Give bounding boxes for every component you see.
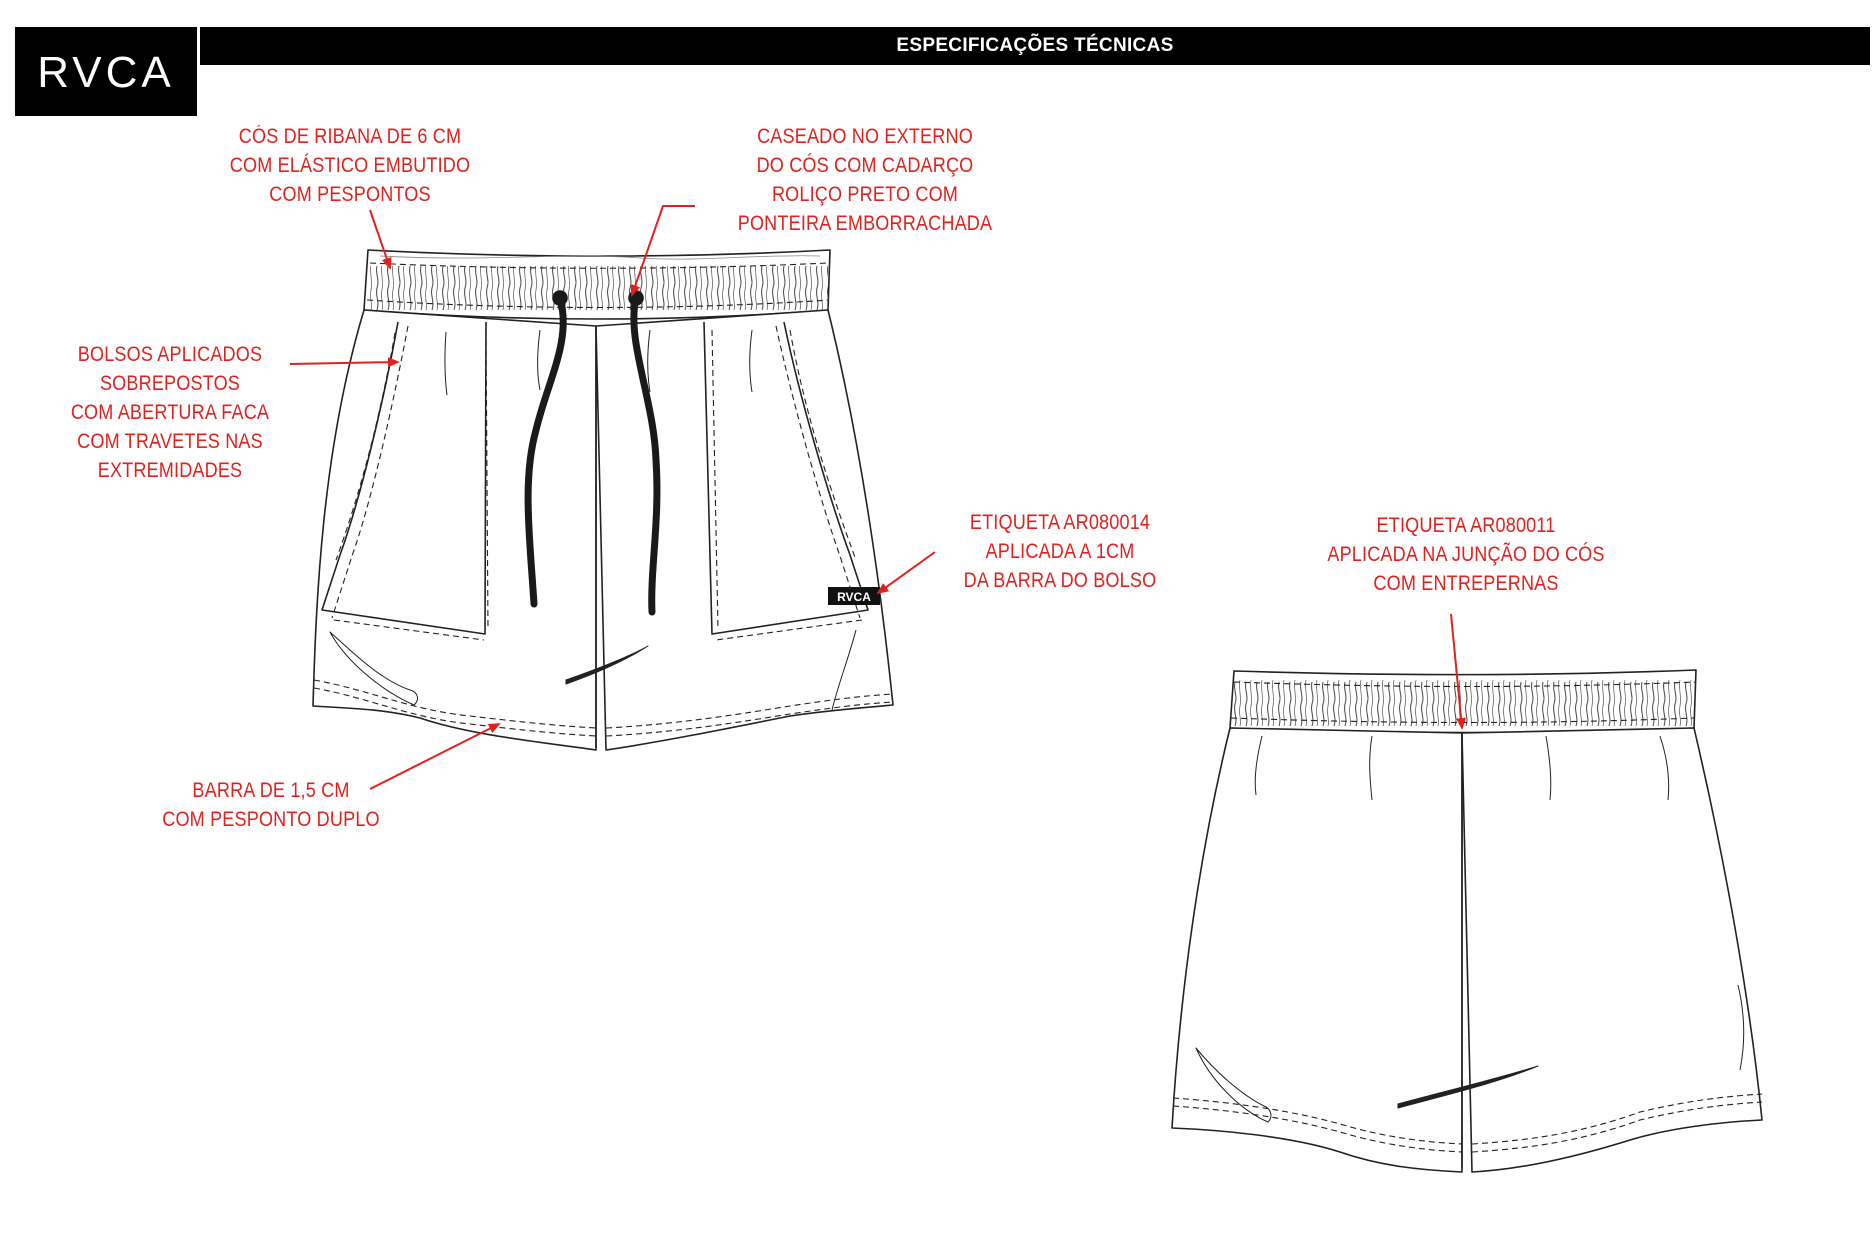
back-left-leg — [1171, 727, 1463, 1173]
drawcord-right — [630, 294, 661, 616]
back-right-leg — [1461, 727, 1763, 1173]
callout-waistband: CÓS DE RIBANA DE 6 CM COM ELÁSTICO EMBUT… — [212, 122, 487, 209]
callout-line: ROLIÇO PRETO COM — [771, 183, 959, 206]
front-right-leg — [595, 309, 894, 751]
label-tag-text: RVCA — [837, 590, 871, 604]
header-title-bar: ESPECIFICAÇÕES TÉCNICAS — [200, 27, 1870, 65]
front-label-tag: RVCA — [828, 587, 880, 605]
callout-arrows — [289, 205, 1467, 790]
callout-line: COM ENTREPERNAS — [1373, 572, 1559, 595]
front-shorts-drawing — [312, 249, 894, 751]
arrow-back-label — [1450, 613, 1467, 730]
front-waistband — [363, 249, 831, 320]
callout-back-label: ETIQUETA AR080011 APLICADA NA JUNÇÃO DO … — [1294, 511, 1638, 598]
callout-line: DO CÓS COM CADARÇO — [756, 154, 974, 177]
arrow-waistband — [369, 209, 392, 270]
callout-line: DA BARRA DO BOLSO — [963, 569, 1157, 592]
arrow-drawcord — [630, 205, 695, 297]
callout-line: CASEADO NO EXTERNO — [757, 125, 973, 148]
callout-line: CÓS DE RIBANA DE 6 CM — [238, 125, 462, 148]
callout-drawcord: CASEADO NO EXTERNO DO CÓS COM CADARÇO RO… — [723, 122, 1007, 238]
drawcord-left — [524, 294, 567, 608]
rvca-logo-icon: RVCA — [37, 48, 174, 97]
callout-line: COM ABERTURA FACA — [70, 401, 270, 424]
callout-line: BARRA DE 1,5 CM — [192, 779, 350, 802]
callout-line: BOLSOS APLICADOS — [77, 343, 263, 366]
callout-line: APLICADA A 1CM — [985, 540, 1135, 563]
callout-pockets: BOLSOS APLICADOS SOBREPOSTOS COM ABERTUR… — [50, 340, 291, 485]
callout-line: ETIQUETA AR080014 — [969, 511, 1151, 534]
arrow-hem — [369, 723, 501, 790]
callout-hem: BARRA DE 1,5 CM COM PESPONTO DUPLO — [142, 776, 400, 834]
back-waistband — [1229, 669, 1697, 734]
callout-line: SOBREPOSTOS — [99, 372, 241, 395]
brand-logo: RVCA — [15, 27, 197, 116]
callout-line: ETIQUETA AR080011 — [1376, 514, 1556, 537]
front-left-leg — [312, 309, 597, 751]
page-title: ESPECIFICAÇÕES TÉCNICAS — [896, 35, 1174, 56]
callout-front-label: ETIQUETA AR080014 APLICADA A 1CM DA BARR… — [944, 508, 1176, 595]
callout-line: COM PESPONTOS — [269, 183, 431, 206]
callout-line: PONTEIRA EMBORRACHADA — [737, 212, 993, 235]
front-right-pocket — [703, 321, 869, 641]
back-shorts-drawing — [1171, 669, 1763, 1173]
callout-line: COM TRAVETES NAS — [77, 430, 263, 453]
arrow-pockets — [289, 357, 400, 368]
callout-line: COM ELÁSTICO EMBUTIDO — [229, 154, 471, 177]
callout-line: COM PESPONTO DUPLO — [162, 808, 380, 831]
logo-text: RVCA — [37, 48, 174, 97]
arrow-front-label — [876, 551, 936, 595]
callout-line: APLICADA NA JUNÇÃO DO CÓS — [1327, 543, 1605, 566]
callout-line: EXTREMIDADES — [97, 459, 243, 482]
